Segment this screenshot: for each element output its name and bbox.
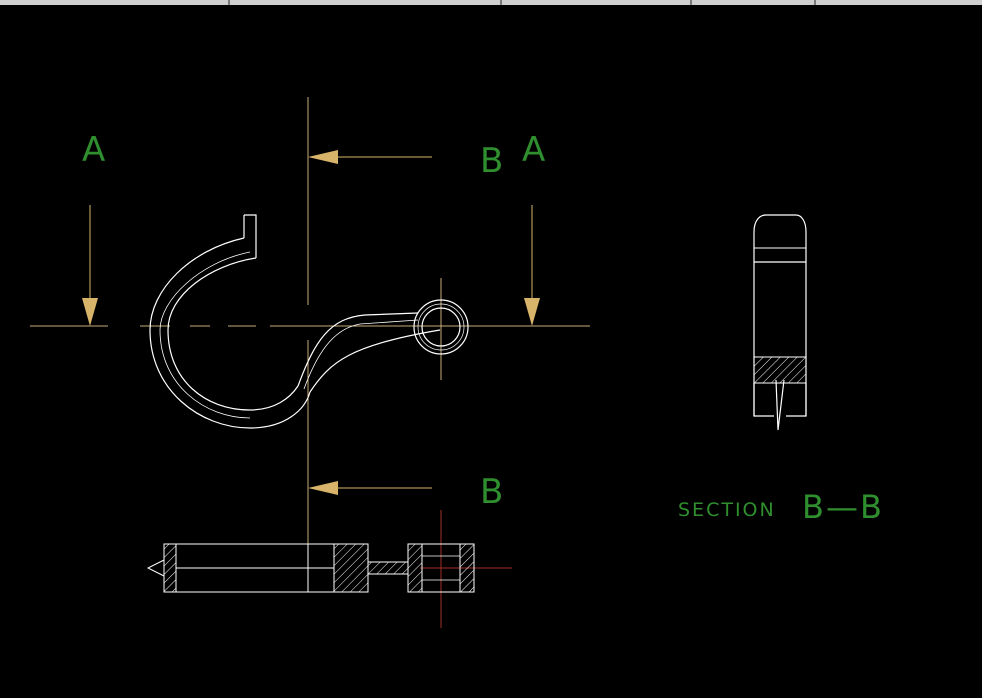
window-top-edge bbox=[0, 0, 982, 5]
eye-inner-ring bbox=[421, 307, 461, 347]
section-arrow-b-bottom bbox=[308, 481, 432, 495]
hook-front-view bbox=[149, 214, 469, 429]
section-arrow-b-top bbox=[308, 150, 432, 164]
section-top-cap bbox=[753, 214, 807, 262]
label-a-left: A bbox=[82, 130, 105, 170]
label-a-right: A bbox=[522, 130, 545, 170]
hook-inner-curve bbox=[167, 257, 299, 411]
section-b-b-view bbox=[753, 214, 807, 431]
hook-bottom-view bbox=[146, 510, 512, 628]
label-b-bottom: B bbox=[480, 472, 503, 512]
section-arrow-a-left bbox=[82, 205, 98, 326]
label-b-top: B bbox=[480, 141, 503, 181]
section-title-word: SECTION bbox=[678, 499, 776, 521]
section-tip bbox=[775, 379, 785, 431]
centerlines bbox=[30, 97, 590, 545]
hook-outer-curve bbox=[149, 237, 311, 429]
hook-tip bbox=[244, 214, 257, 258]
section-arrow-a-right bbox=[524, 205, 540, 326]
section-title-id: B—B bbox=[802, 488, 884, 526]
eye-outer-ring bbox=[413, 299, 469, 355]
